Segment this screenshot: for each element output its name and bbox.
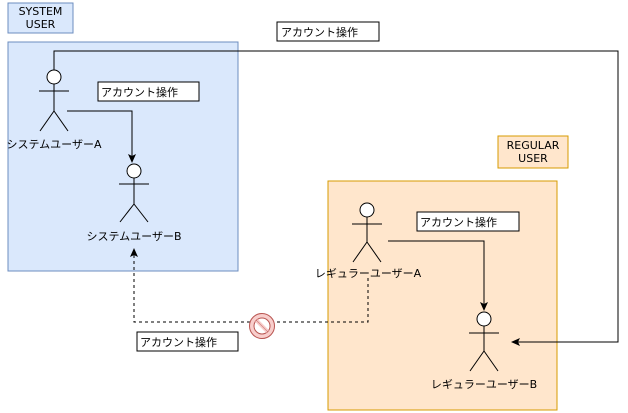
edge-label-top: アカウント操作	[276, 21, 380, 42]
actor-system-b[interactable]	[119, 163, 149, 223]
system-user-title-line1: SYSTEM	[19, 5, 63, 18]
regular-user-title-line2: USER	[518, 152, 548, 165]
actor-system-b-label: システムユーザーB	[87, 230, 182, 243]
edge-top[interactable]	[53, 50, 619, 346]
actor-system-a-label: システムユーザーA	[7, 138, 102, 151]
system-user-group	[7, 41, 239, 272]
system-user-title-line2: USER	[26, 18, 56, 31]
edge-forbidden[interactable]	[130, 248, 369, 323]
edge-label-regular: アカウント操作	[416, 211, 520, 232]
svg-text:アカウント操作: アカウント操作	[420, 215, 497, 229]
no-entry-icon	[249, 313, 275, 339]
edge-label-forbidden: アカウント操作	[136, 331, 239, 352]
actor-regular-a[interactable]	[352, 202, 382, 263]
svg-text:アカウント操作: アカウント操作	[101, 85, 178, 99]
edge-regular[interactable]	[388, 240, 488, 311]
actor-regular-b[interactable]	[469, 311, 499, 372]
svg-text:アカウント操作: アカウント操作	[281, 25, 358, 39]
regular-user-title-line1: REGULAR	[507, 139, 560, 152]
system-user-title-box	[7, 2, 74, 34]
actor-regular-b-label: レギュラーユーザーB	[431, 378, 537, 391]
edge-label-system: アカウント操作	[97, 81, 200, 102]
actor-system-a[interactable]	[39, 69, 69, 132]
edge-system[interactable]	[67, 110, 136, 163]
svg-text:アカウント操作: アカウント操作	[140, 335, 217, 349]
actor-regular-a-label: レギュラーユーザーA	[315, 267, 422, 280]
regular-user-title-box	[497, 135, 569, 169]
